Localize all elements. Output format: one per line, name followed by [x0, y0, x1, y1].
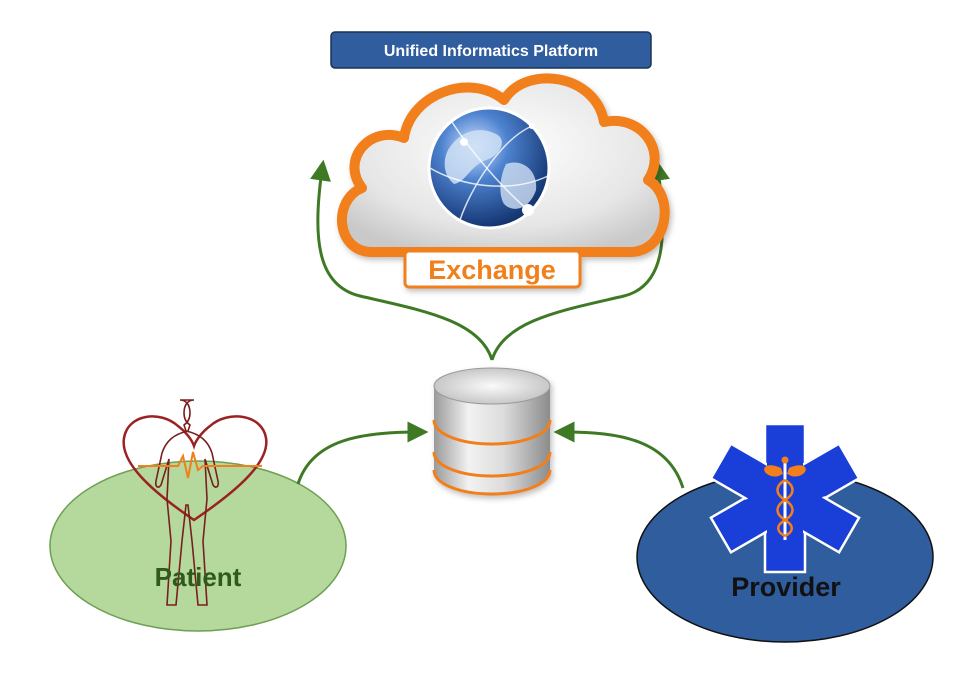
exchange-label-box — [403, 249, 582, 289]
database-icon — [432, 367, 552, 496]
star-of-life-icon — [709, 422, 861, 574]
patient-label: Patient — [155, 562, 242, 592]
exchange-cloud: Exchange — [336, 73, 670, 289]
header-banner: Unified Informatics Platform — [330, 31, 652, 69]
provider-label: Provider — [731, 572, 841, 602]
patient-ellipse — [49, 460, 347, 632]
header-title: Unified Informatics Platform — [384, 43, 598, 60]
arrow-provider-to-database — [553, 421, 685, 489]
human-heart-icon — [122, 399, 268, 606]
arrow-database-to-cloud-left — [310, 159, 494, 361]
patient-node: Patient — [49, 399, 347, 632]
arrow-patient-to-database — [296, 421, 429, 485]
globe-icon — [427, 106, 551, 230]
provider-node: Provider — [636, 422, 934, 643]
exchange-label: Exchange — [428, 255, 556, 285]
